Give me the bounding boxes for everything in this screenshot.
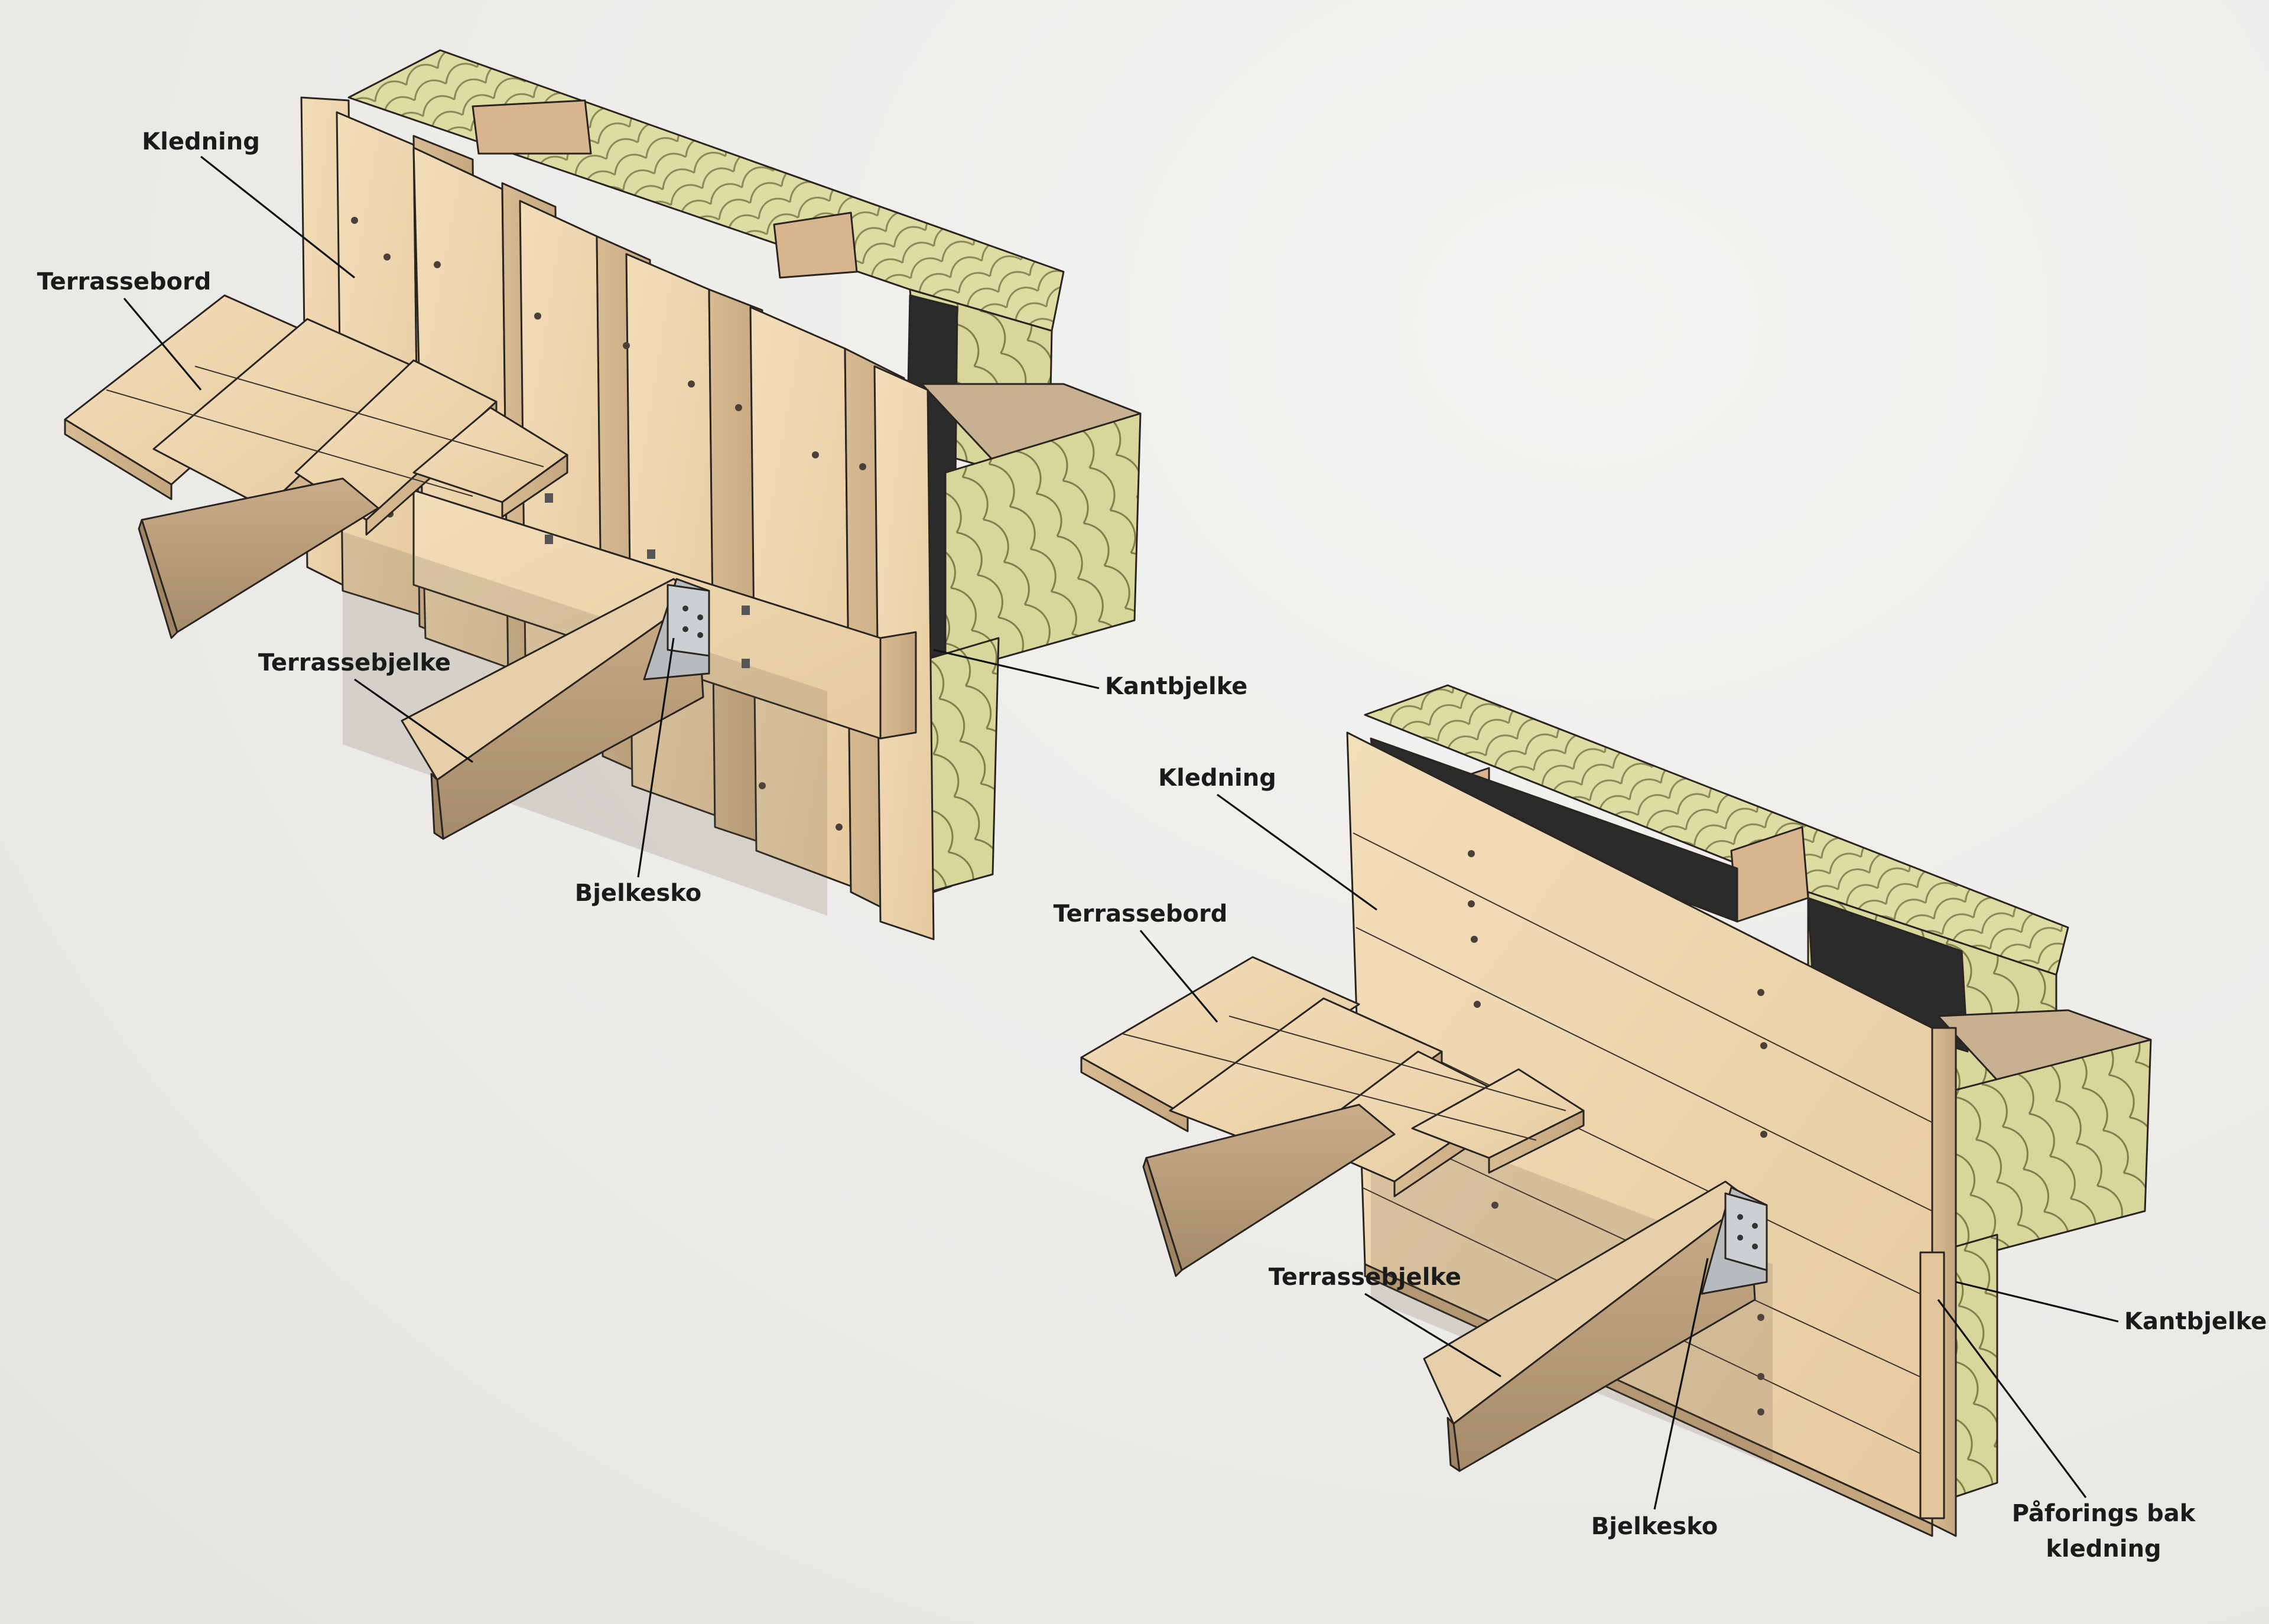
floor-slab-left [885, 383, 1142, 905]
label-terrassebjelke-left: Terrassebjelke [258, 649, 451, 676]
diagram-left: Kledning Terrassebord Terrassebjelke Bje… [37, 49, 1247, 940]
label-kledning-left: Kledning [142, 128, 260, 155]
joist-right-far [1142, 1104, 1396, 1277]
joist-right-front [1423, 1180, 1756, 1472]
label-kantbjelke-left: Kantbjelke [1105, 673, 1247, 700]
joist-left-front [401, 578, 704, 840]
label-terrassebord-left: Terrassebord [37, 268, 212, 295]
label-kledning-right: Kledning [1158, 764, 1276, 792]
small-hangers-left [545, 493, 750, 668]
joist-hanger-left [643, 578, 710, 681]
label-paforing-line1: Påforings bak [2012, 1499, 2196, 1527]
label-bjelkesko-left: Bjelkesko [575, 880, 702, 907]
joist-left-far [138, 477, 379, 639]
joist-hanger-right [1701, 1186, 1768, 1295]
diagram-right: Kledning Terrassebord Terrassebjelke Bje… [1054, 684, 2267, 1563]
label-terrassebjelke-right: Terrassebjelke [1269, 1264, 1461, 1291]
label-kantbjelke-right: Kantbjelke [2124, 1308, 2267, 1335]
label-paforing-line2: kledning [2046, 1535, 2161, 1563]
label-terrassebord-right: Terrassebord [1054, 900, 1228, 927]
label-bjelkesko-right: Bjelkesko [1591, 1513, 1718, 1540]
furring-strip-right [1919, 1251, 1945, 1519]
